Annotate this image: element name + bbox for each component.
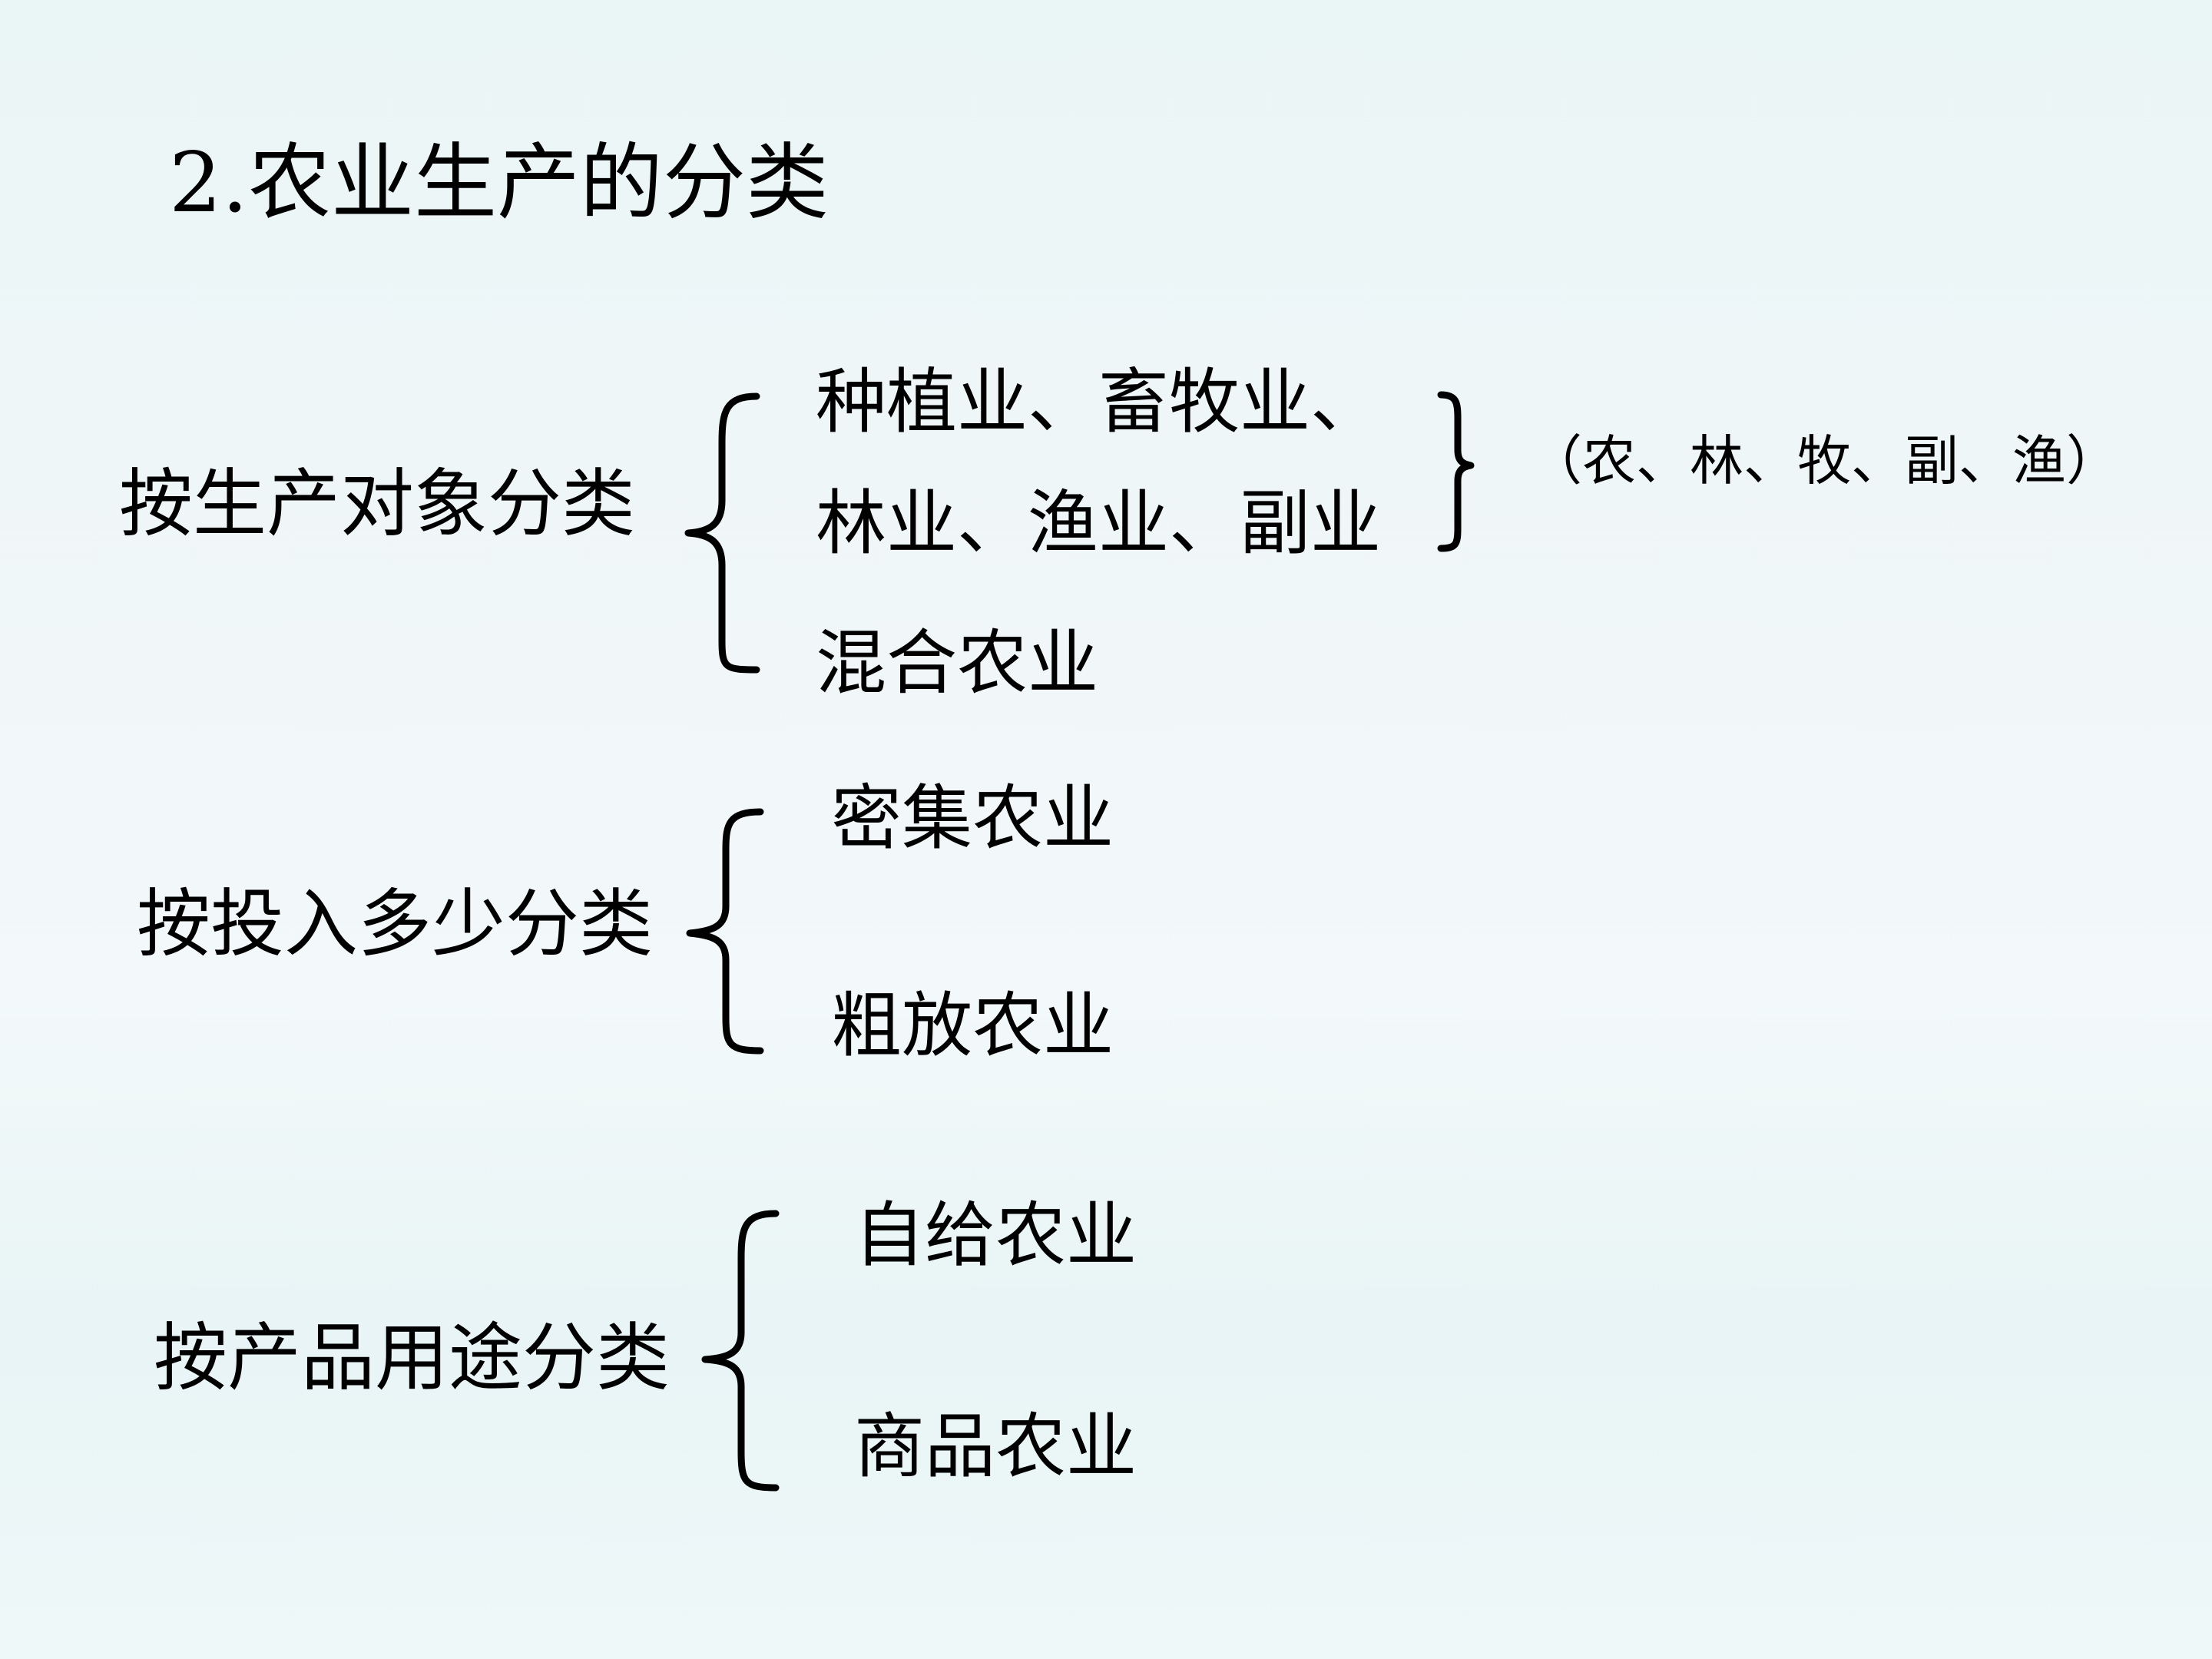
group-1-item-1: 种植业、畜牧业、 [816, 361, 1382, 443]
group-1-note: （农、林、牧、副、渔） [1528, 429, 2120, 492]
group-2-item-1: 密集农业 [831, 777, 1114, 859]
group-1-item-2: 林业、渔业、副业 [816, 482, 1382, 565]
group-3-item-1: 自给农业 [854, 1194, 1137, 1277]
group-label-input-amount: 按投入多少分类 [137, 881, 653, 967]
group-label-production-object: 按生产对象分类 [119, 461, 635, 547]
group-label-product-use: 按产品用途分类 [154, 1315, 670, 1401]
group-1-item-3: 混合农业 [816, 622, 1099, 704]
group-3-item-2: 商品农业 [854, 1406, 1137, 1488]
slide-title: 2.农业生产的分类 [169, 135, 830, 231]
group-2-item-2: 粗放农业 [831, 985, 1114, 1067]
